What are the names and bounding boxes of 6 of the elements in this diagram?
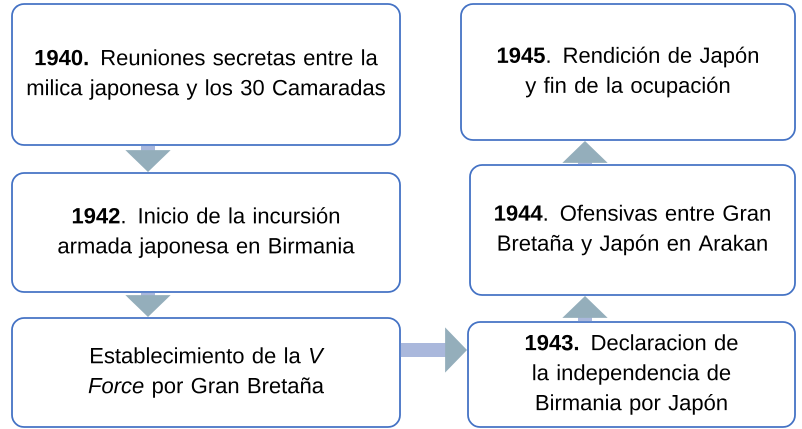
event-box: 1942. Inicio de la incursión armada japonesa en Birmania: [11, 172, 401, 293]
event-box: 1944. Ofensivas entre Gran Bretaña y Japón en Arakan: [469, 164, 796, 296]
event-box: Establecimiento de la V Force por Gran Bretaña: [11, 317, 401, 428]
event-box: 1943. Declaracion de la independencia de Birmania por Japón: [467, 321, 796, 428]
event-box: 1940. Reuniones secretas entre la milica japonesa y los 30 Camaradas: [11, 3, 401, 146]
event-box: 1945. Rendición de Japón y fin de la ocupación: [460, 3, 796, 141]
